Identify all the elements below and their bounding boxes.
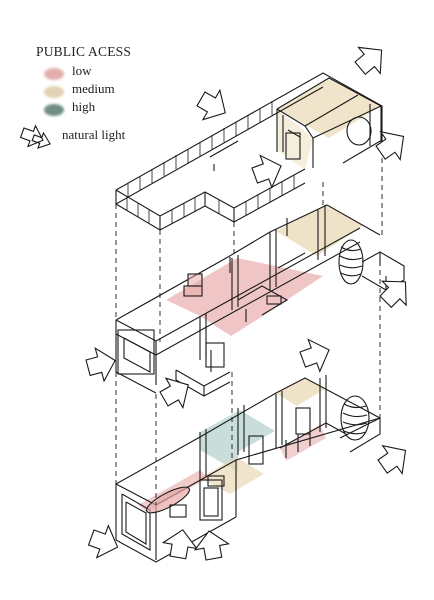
middle-level [115,204,405,397]
ground-level [115,375,381,563]
legend-label-high: high [72,99,96,114]
legend-label-natural-light: natural light [62,127,126,142]
roof-level [115,72,383,231]
alignment-lines [115,140,383,505]
legend-label-medium: medium [72,81,115,96]
legend-swatch-high [44,104,64,116]
legend-swatch-low [44,68,64,80]
natural-light-icon [19,124,51,149]
legend-label-low: low [72,63,92,78]
legend-title: PUBLIC ACESS [36,44,132,59]
legend-swatch-medium [44,86,64,98]
